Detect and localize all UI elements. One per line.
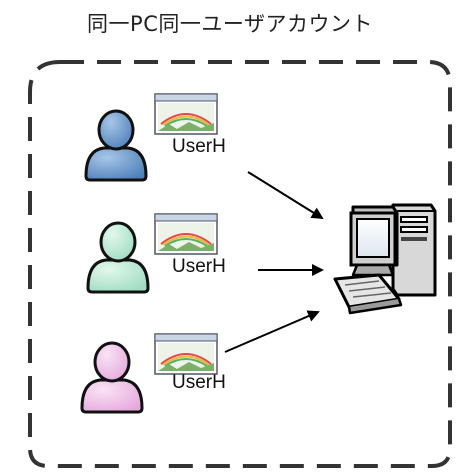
account-boundary [28,60,452,468]
user-group [80,333,218,414]
arrow-1 [247,171,324,220]
user-group [86,213,218,294]
user-label: UserH [172,136,226,157]
user-group [84,93,218,182]
desktop-computer-icon [333,203,437,315]
person-icon [86,221,150,294]
diagram-title: 同一PC同一ユーザアカウント [87,12,373,36]
app-window-icon [154,333,218,375]
app-window-icon [154,213,218,255]
user-label: UserH [172,372,226,393]
person-icon [84,109,148,182]
arrow-3 [224,310,320,353]
user-label: UserH [172,256,226,277]
person-icon [80,341,144,414]
app-window-icon [154,93,218,135]
